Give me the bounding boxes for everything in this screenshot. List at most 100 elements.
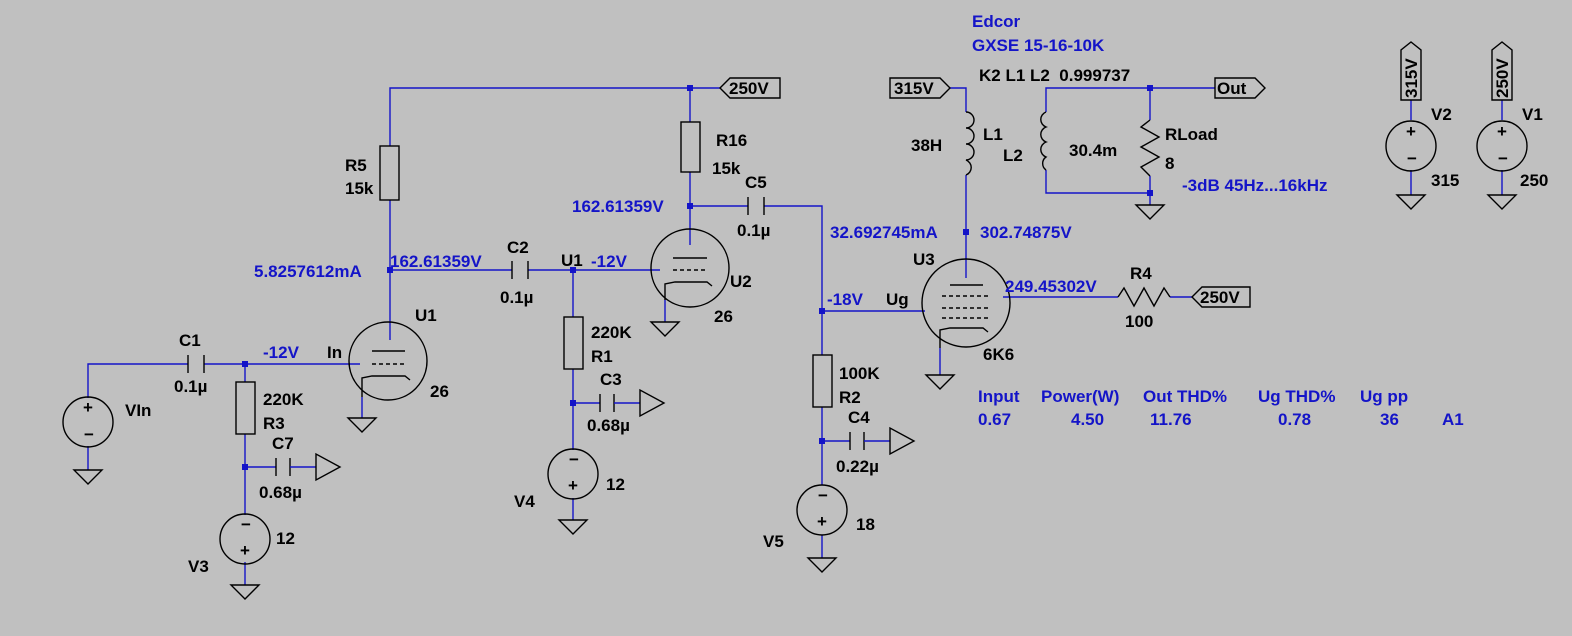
c3-value: 0.68µ	[587, 416, 630, 435]
results-header: Ug pp	[1360, 387, 1408, 406]
svg-text:−: −	[818, 486, 828, 505]
net-label-v2: 315V	[1402, 58, 1421, 98]
r4-value: 100	[1125, 312, 1153, 331]
u3-name: U3	[913, 250, 935, 269]
svg-text:−: −	[1407, 149, 1417, 168]
net-label-ug: Ug	[886, 290, 909, 309]
source-v4: −+	[547, 448, 599, 500]
c3-name: C3	[600, 370, 622, 389]
svg-text:+: +	[568, 476, 578, 495]
tube-u1	[348, 321, 428, 401]
r2-name: R2	[839, 388, 861, 407]
transformer-vendor: Edcor	[972, 12, 1021, 31]
u1-plate-current: 5.8257612mA	[254, 262, 362, 281]
results-header: Ug THD%	[1258, 387, 1335, 406]
results-table: Input Power(W) Out THD% Ug THD% Ug pp 0.…	[978, 387, 1464, 429]
tube-u2	[650, 228, 730, 308]
transformer-model: GXSE 15-16-10K	[972, 36, 1105, 55]
net-label-315v: 315V	[894, 79, 934, 98]
svg-text:+: +	[817, 512, 827, 531]
svg-text:−: −	[84, 425, 94, 444]
capacitor-c5	[747, 197, 765, 215]
u2-name: U2	[730, 272, 752, 291]
c4-value: 0.22µ	[836, 457, 879, 476]
r16-name: R16	[716, 131, 747, 150]
c4-name: C4	[848, 408, 870, 427]
source-vin: +−	[62, 396, 114, 448]
source-v3: −+	[219, 513, 271, 565]
u3-value: 6K6	[983, 345, 1014, 364]
ground-symbols	[72, 194, 1518, 600]
c1-name: C1	[179, 331, 201, 350]
c5-name: C5	[745, 173, 767, 192]
results-value: 0.67	[978, 410, 1011, 429]
u3-plate-voltage: 302.74875V	[980, 223, 1072, 242]
results-value: 0.78	[1278, 410, 1311, 429]
resistor-r1	[563, 316, 584, 370]
v3-value: 12	[276, 529, 295, 548]
coupling-directive: K2 L1 L2 0.999737	[979, 66, 1130, 85]
net-flags	[719, 41, 1513, 308]
resistor-r4	[1117, 286, 1171, 308]
r4-name: R4	[1130, 264, 1152, 283]
resistor-rload	[1139, 119, 1161, 177]
resistor-r2	[812, 354, 833, 408]
r1-value: 220K	[591, 323, 632, 342]
r5-value: 15k	[345, 179, 374, 198]
u1-grid-bias: -12V	[263, 343, 300, 362]
wires	[87, 87, 1503, 585]
results-value: 36	[1380, 410, 1399, 429]
r1-name: R1	[591, 347, 613, 366]
u3-screen-voltage: 249.45302V	[1005, 277, 1097, 296]
r5-name: R5	[345, 156, 367, 175]
svg-text:+: +	[240, 541, 250, 560]
u1-name: U1	[415, 306, 437, 325]
u1-value: 26	[430, 382, 449, 401]
net-label-in: In	[327, 343, 342, 362]
svg-text:+: +	[83, 398, 93, 417]
c2-name: C2	[507, 238, 529, 257]
c7-name: C7	[272, 434, 294, 453]
capacitor-c1	[187, 355, 205, 373]
u2-grid-bias: -12V	[591, 252, 628, 271]
v5-name: V5	[763, 532, 784, 551]
c5-value: 0.1µ	[737, 221, 770, 240]
capacitor-c2	[511, 261, 529, 279]
net-label-v1: 250V	[1493, 58, 1512, 98]
tube-u3	[921, 258, 1011, 348]
svg-text:−: −	[569, 450, 579, 469]
v2-value: 315	[1431, 171, 1459, 190]
l2-value: 30.4m	[1069, 141, 1117, 160]
svg-text:−: −	[241, 515, 251, 534]
results-header: Power(W)	[1041, 387, 1119, 406]
c2-value: 0.1µ	[500, 288, 533, 307]
v4-name: V4	[514, 492, 535, 511]
vin-name: VIn	[125, 401, 151, 420]
v5-value: 18	[856, 515, 875, 534]
u3-grid-bias: -18V	[827, 290, 864, 309]
l2-name: L2	[1003, 146, 1023, 165]
results-value: A1	[1442, 410, 1464, 429]
frequency-response: -3dB 45Hz...16kHz	[1182, 176, 1328, 195]
transformer-l1-l2	[965, 111, 1049, 176]
capacitor-c3	[599, 388, 666, 418]
source-v1: +−	[1476, 120, 1528, 172]
v3-name: V3	[188, 557, 209, 576]
rload-value: 8	[1165, 154, 1174, 173]
net-label-u1-grid: U1	[561, 251, 583, 270]
v2-name: V2	[1431, 105, 1452, 124]
net-label-250v-r4: 250V	[1200, 288, 1240, 307]
svg-text:+: +	[1497, 122, 1507, 141]
l1-value: 38H	[911, 136, 942, 155]
net-label-250v-top: 250V	[729, 79, 769, 98]
u2-value: 26	[714, 307, 733, 326]
capacitor-c4	[849, 426, 916, 456]
u3-plate-current: 32.692745mA	[830, 223, 938, 242]
svg-text:+: +	[1406, 122, 1416, 141]
r3-value: 220K	[263, 390, 304, 409]
results-value: 4.50	[1071, 410, 1104, 429]
junctions	[242, 85, 1153, 470]
c1-value: 0.1µ	[174, 377, 207, 396]
